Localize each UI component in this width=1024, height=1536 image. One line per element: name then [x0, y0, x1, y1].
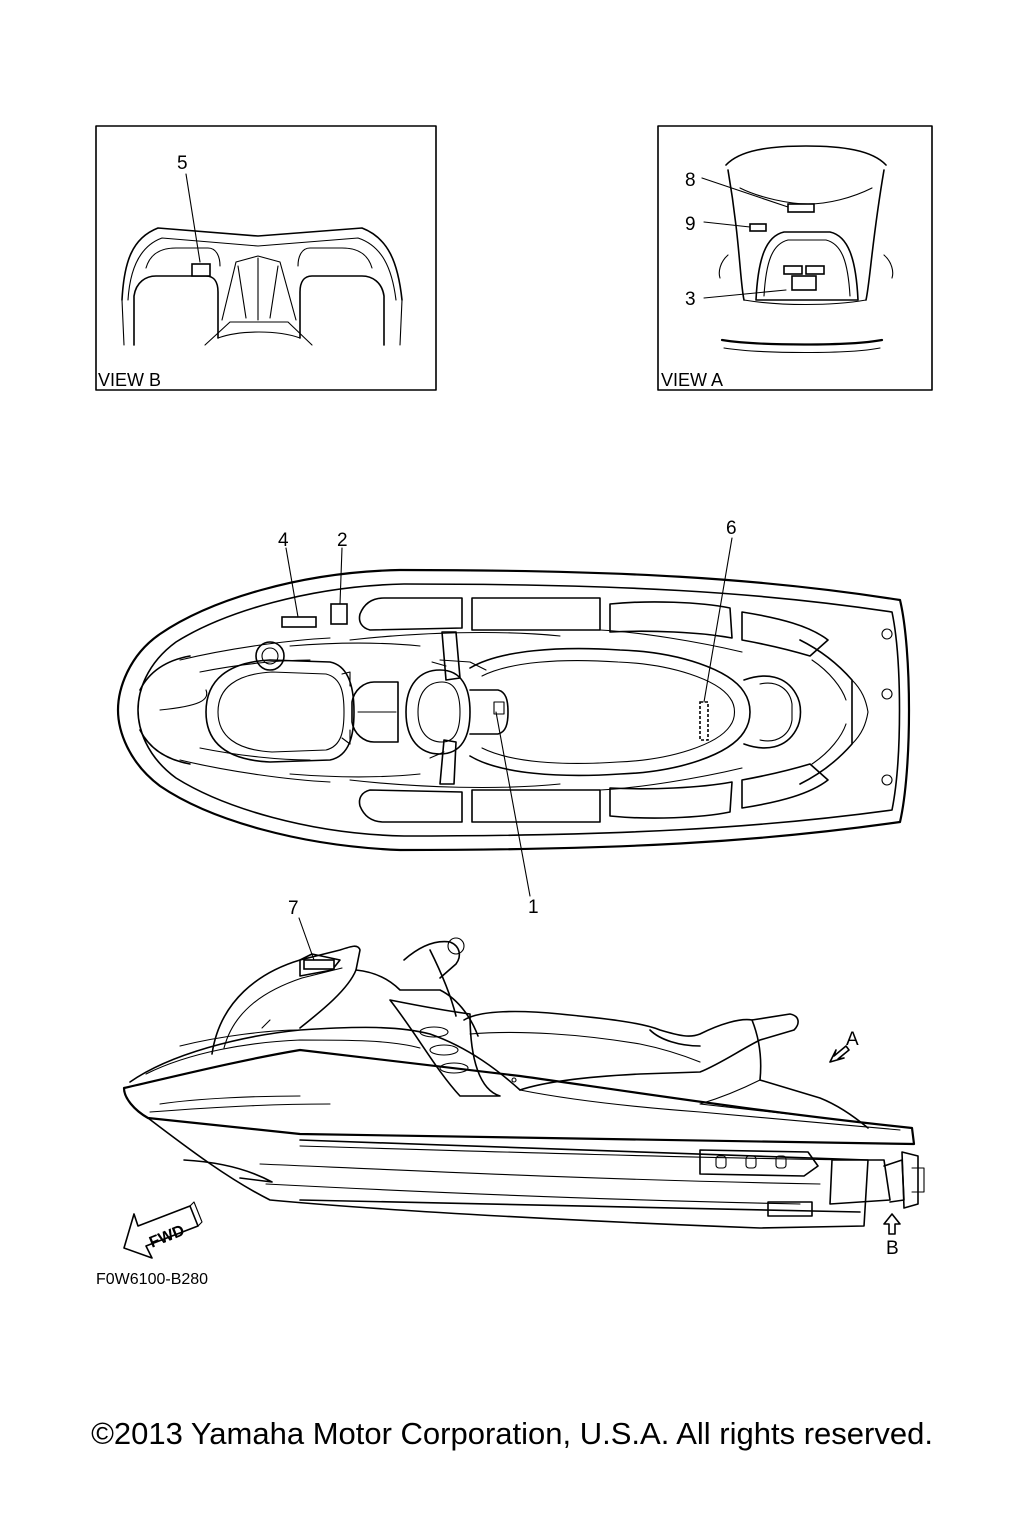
- view-a-rear-seat-drawing: [718, 145, 894, 354]
- figure-code: F0W6100-B280: [96, 1271, 208, 1288]
- side-vent: [429, 1044, 459, 1056]
- view-b-label-5-marker: [191, 263, 211, 277]
- callout-9: 9: [685, 214, 696, 235]
- view-a-label-9-marker: [749, 223, 767, 232]
- intake-grate: [767, 1201, 813, 1217]
- callout-5: 5: [177, 153, 188, 174]
- view-a-label-3b-marker: [805, 265, 825, 275]
- side-vent: [419, 1026, 449, 1038]
- top-view-label-4-marker: [281, 616, 317, 628]
- view-b-inset: 5 VIEW B: [95, 125, 437, 391]
- view-b-title: VIEW B: [98, 370, 161, 390]
- leader-line-3: [703, 289, 787, 299]
- leader-line-6: [703, 537, 733, 703]
- stern-bolt: [881, 688, 893, 700]
- view-a-label-8-marker: [787, 203, 815, 213]
- leader-line-8: [701, 177, 789, 208]
- callout-a: A: [846, 1029, 859, 1050]
- callout-8: 8: [685, 170, 696, 191]
- view-a-frame: [657, 125, 933, 391]
- leader-line-9: [703, 221, 751, 228]
- stern-bolt: [881, 774, 893, 786]
- leader-line-2: [339, 547, 343, 605]
- view-a-inset: 8 9 3 VIEW A: [657, 125, 933, 391]
- step-bolt: [715, 1155, 727, 1169]
- top-view-label-2-marker: [330, 603, 348, 625]
- side-view-drawing: [122, 937, 925, 1229]
- view-b-frame: [95, 125, 437, 391]
- leader-line-1: [495, 711, 531, 897]
- callout-3: 3: [685, 289, 696, 310]
- view-b-rear-deck-drawing: [121, 227, 403, 346]
- leader-line-4: [285, 547, 299, 618]
- copyright-notice: ©2013 Yamaha Motor Corporation, U.S.A. A…: [91, 1416, 933, 1451]
- view-a-label-3a-marker: [783, 265, 803, 275]
- fwd-arrow: FWD: [123, 1201, 203, 1259]
- stern-bolt: [881, 628, 893, 640]
- view-a-title: VIEW A: [661, 370, 723, 390]
- leader-line-7: [298, 917, 315, 961]
- callout-b: B: [886, 1238, 899, 1259]
- ignition-marker: [493, 701, 505, 715]
- callout-2: 2: [337, 530, 348, 551]
- top-view-label-6-marker: [699, 701, 709, 741]
- callout-6: 6: [726, 518, 737, 539]
- step-bolt: [745, 1155, 757, 1169]
- callout-4: 4: [278, 530, 289, 551]
- side-vent: [439, 1062, 469, 1074]
- view-b-arrow: B: [883, 1213, 901, 1259]
- view-a-label-3c-marker: [791, 275, 817, 291]
- fuel-cap: [255, 641, 285, 671]
- step-bolt: [775, 1155, 787, 1169]
- mirror-knob: [447, 937, 465, 955]
- side-view-label-7-marker: [303, 959, 335, 970]
- fwd-label: FWD: [147, 1222, 187, 1251]
- callout-1: 1: [528, 897, 539, 918]
- leader-line-5: [185, 173, 201, 263]
- view-a-arrow: A: [829, 1029, 859, 1063]
- callout-7: 7: [288, 898, 299, 919]
- top-view-drawing: [116, 568, 911, 852]
